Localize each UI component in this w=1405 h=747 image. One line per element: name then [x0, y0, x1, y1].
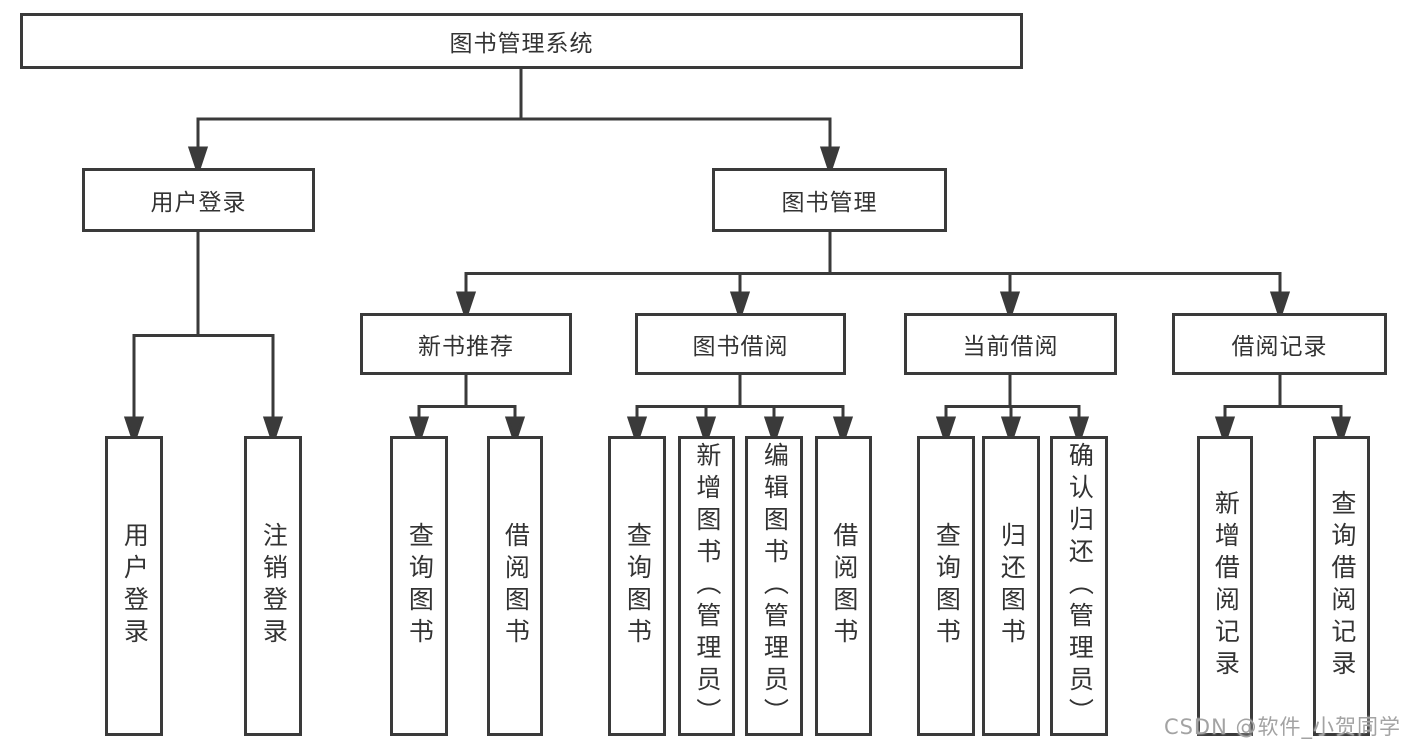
leaf-confirm-return-admin: 确认归还（管理员） [1050, 436, 1108, 736]
node-book-management: 图书管理 [712, 168, 947, 232]
leaf-label: 查询借阅记录 [1327, 490, 1357, 682]
node-book-borrow: 图书借阅 [635, 313, 846, 375]
connector-root-to-level2 [187, 69, 841, 177]
connector-book-management-to-level3 [455, 232, 1291, 322]
node-new-book-recommend: 新书推荐 [360, 313, 572, 375]
leaf-label: 查询图书 [932, 522, 962, 650]
leaf-logout: 注销登录 [244, 436, 302, 736]
node-label: 用户登录 [150, 190, 247, 216]
watermark: CSDN @软件_小贺同学 [1163, 715, 1401, 739]
leaf-label: 编辑图书（管理员） [760, 442, 790, 730]
leaf-label: 新增借阅记录 [1211, 490, 1241, 682]
connector-current-to-leaves [935, 375, 1090, 447]
leaf-label: 注销登录 [259, 522, 289, 650]
connector-user-login-to-leaves [123, 232, 284, 447]
leaf-edit-book-admin: 编辑图书（管理员） [745, 436, 803, 736]
node-label: 当前借阅 [962, 334, 1059, 360]
connector-recommend-to-leaves [408, 375, 526, 447]
leaf-label: 归还图书 [997, 522, 1027, 650]
node-borrow-records: 借阅记录 [1172, 313, 1387, 375]
leaf-label: 查询图书 [405, 522, 435, 650]
leaf-add-borrow-record: 新增借阅记录 [1197, 436, 1253, 736]
node-label: 借阅记录 [1231, 334, 1328, 360]
leaf-current-query-books: 查询图书 [917, 436, 975, 736]
leaf-return-books: 归还图书 [982, 436, 1040, 736]
leaf-recommend-query-books: 查询图书 [390, 436, 448, 736]
node-label: 图书管理系统 [449, 31, 594, 57]
node-user-login: 用户登录 [82, 168, 315, 232]
leaf-label: 确认归还（管理员） [1065, 442, 1095, 730]
leaf-label: 查询图书 [623, 522, 653, 650]
leaf-query-borrow-record: 查询借阅记录 [1313, 436, 1370, 736]
leaf-user-login: 用户登录 [105, 436, 163, 736]
leaf-label: 新增图书（管理员） [692, 442, 722, 730]
node-book-management-system: 图书管理系统 [20, 13, 1023, 69]
node-label: 图书管理 [781, 190, 878, 216]
leaf-borrow-borrow-books: 借阅图书 [815, 436, 872, 736]
leaf-recommend-borrow-books: 借阅图书 [487, 436, 543, 736]
connector-records-to-leaves [1214, 375, 1352, 447]
leaf-add-book-admin: 新增图书（管理员） [678, 436, 735, 736]
leaf-label: 借阅图书 [829, 522, 859, 650]
node-label: 图书借阅 [692, 334, 789, 360]
leaf-borrow-query-books: 查询图书 [608, 436, 666, 736]
leaf-label: 用户登录 [120, 522, 150, 650]
node-current-borrow: 当前借阅 [904, 313, 1117, 375]
node-label: 新书推荐 [418, 334, 514, 360]
connector-borrow-to-leaves [626, 375, 854, 447]
leaf-label: 借阅图书 [501, 522, 531, 650]
